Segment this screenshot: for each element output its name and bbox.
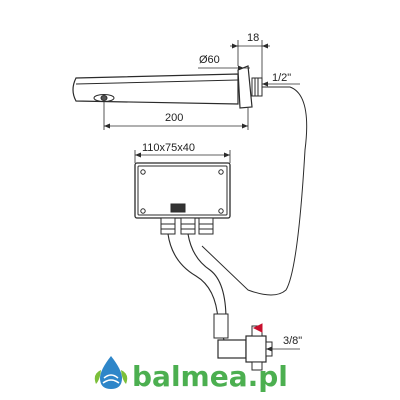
leaf-icon [121,370,128,384]
leaf-icon [94,370,101,384]
dim-spout-diameter: Ø60 [199,54,220,66]
water-drop-icon [100,356,122,389]
cable-gland [160,217,176,235]
spout-thread-connector [251,77,263,97]
control-box [134,162,231,235]
valve-cable [167,233,225,341]
box-label-plate [170,203,186,213]
dim-wall-plate: 18 [247,32,259,44]
cable-gland [198,217,214,235]
spout [72,65,263,109]
logo-name-tld: .pl [248,360,288,393]
brand-logo: balmea.pl [94,356,288,393]
dim-valve-thread: 3/8" [283,335,302,347]
dim-box-size: 110x75x40 [142,142,195,154]
logo-name-main: balmea [132,360,248,393]
dim-spout-thread: 1/2" [272,72,291,84]
dim-spout-length: 200 [165,112,183,124]
cable-gland [180,217,196,235]
logo-wordmark: balmea.pl [132,360,288,393]
sensor-cable [201,86,308,296]
